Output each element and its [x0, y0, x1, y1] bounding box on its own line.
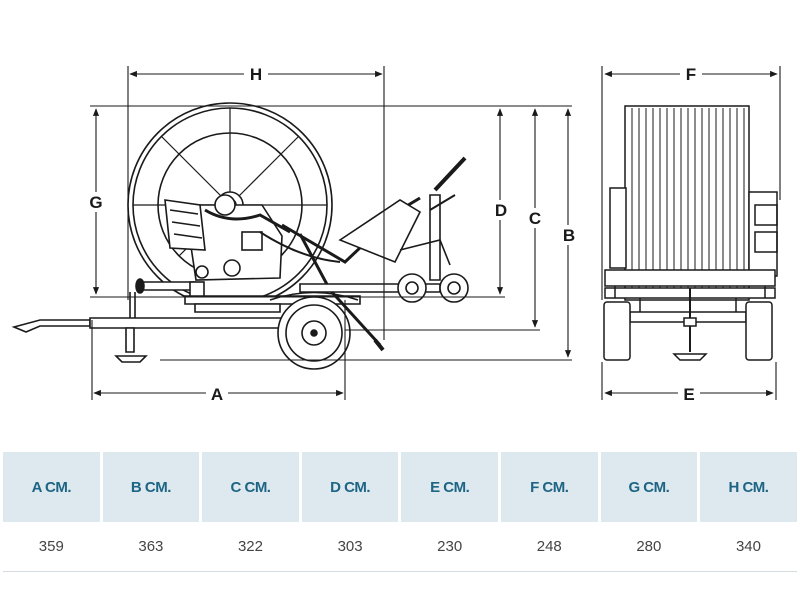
- value-b: 363: [138, 538, 164, 555]
- header-a: A CM.: [3, 452, 100, 522]
- header-b: B CM.: [102, 452, 200, 522]
- side-view-machine: [11, 102, 469, 370]
- table-header-row: A CM. B CM. C CM. D CM. E CM. F CM. G CM…: [3, 452, 797, 522]
- value-c: 322: [237, 538, 263, 555]
- value-f: 248: [536, 538, 562, 555]
- dim-label-d: D: [495, 201, 507, 220]
- table-bottom-rule: [3, 571, 797, 572]
- front-view-machine: [603, 105, 778, 361]
- header-c: C CM.: [202, 452, 299, 522]
- dim-label-g: G: [89, 193, 102, 212]
- header-h: H CM.: [700, 452, 797, 522]
- header-e: E CM.: [401, 452, 498, 522]
- value-a: 359: [38, 538, 64, 555]
- dim-label-h: H: [250, 65, 262, 84]
- technical-drawing: H G D C B A: [11, 64, 781, 404]
- dim-label-b: B: [563, 226, 575, 245]
- value-d: 303: [337, 538, 363, 555]
- dimensions-table: A CM. B CM. C CM. D CM. E CM. F CM. G CM…: [3, 452, 797, 572]
- header-f: F CM.: [500, 452, 598, 522]
- header-g: G CM.: [600, 452, 698, 522]
- value-h: 340: [735, 538, 761, 555]
- dim-label-a: A: [211, 385, 223, 404]
- header-d: D CM.: [301, 452, 399, 522]
- dim-label-f: F: [686, 65, 696, 84]
- dim-label-c: C: [529, 209, 541, 228]
- dim-label-e: E: [683, 385, 694, 404]
- value-g: 280: [636, 538, 662, 555]
- drum-ribs: [631, 108, 745, 298]
- value-e: 230: [437, 538, 463, 555]
- table-value-row: 359 363 322 303 230 248 280 340: [3, 522, 797, 571]
